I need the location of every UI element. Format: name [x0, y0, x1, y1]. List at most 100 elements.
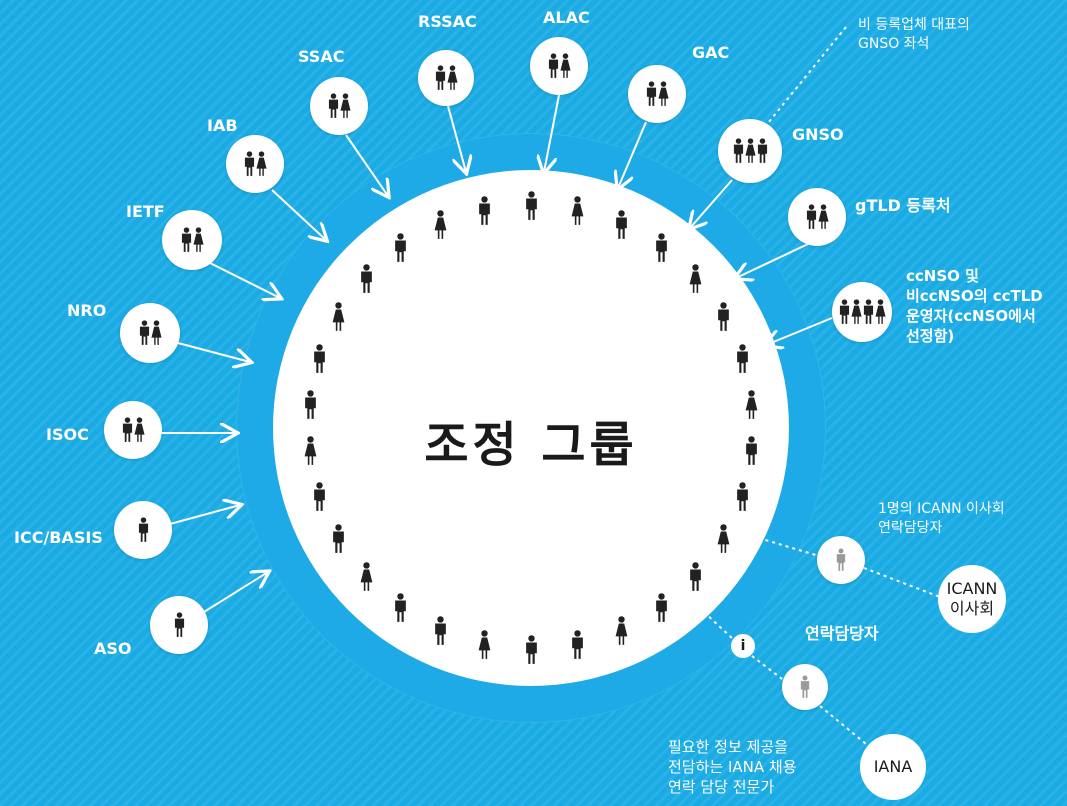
male-person-icon: [181, 227, 191, 252]
gtld-label: gTLD 등록처: [855, 196, 951, 215]
nro-badge[interactable]: [120, 303, 180, 363]
alac-badge[interactable]: [530, 37, 588, 95]
info-icon: i: [740, 638, 746, 654]
icann-board-badge[interactable]: ICANN 이사회: [938, 565, 1006, 633]
male-person-icon: [395, 592, 406, 622]
female-person-icon: [745, 389, 758, 419]
gac-badge[interactable]: [628, 65, 686, 123]
iccbasis-badge[interactable]: [114, 501, 172, 559]
male-person-icon: [360, 264, 372, 294]
female-person-icon: [571, 196, 584, 225]
connector-arrow: [169, 505, 240, 525]
male-person-icon: [314, 481, 326, 511]
male-person-icon: [733, 138, 743, 163]
aso-label: ASO: [94, 639, 132, 658]
male-person-icon: [304, 389, 316, 419]
gnso-badge[interactable]: [718, 119, 782, 183]
dotted-link: [751, 655, 787, 683]
rssac-label: RSSAC: [418, 12, 477, 31]
female-person-icon: [150, 320, 162, 345]
male-person-icon: [435, 65, 445, 90]
dotted-link: [819, 705, 867, 745]
connector-arrow: [690, 179, 733, 228]
male-person-icon: [122, 417, 132, 442]
female-person-icon: [817, 204, 829, 229]
male-person-icon: [746, 436, 758, 466]
connector-arrow: [271, 189, 326, 240]
iab-label: IAB: [207, 116, 238, 135]
connector-arrow: [544, 94, 560, 172]
alac-label: ALAC: [543, 8, 590, 27]
female-person-icon: [690, 264, 702, 294]
male-person-icon: [525, 635, 537, 664]
female-person-icon: [615, 616, 628, 645]
inner-circle: [273, 170, 789, 686]
ietf-label: IETF: [126, 202, 165, 221]
isoc-label: ISOC: [46, 425, 89, 444]
iab-badge[interactable]: [226, 135, 284, 193]
dotted-link: [863, 567, 941, 598]
rssac-badge[interactable]: [418, 50, 474, 106]
male-person-icon: [395, 233, 406, 263]
nro-label: NRO: [67, 301, 107, 320]
female-person-icon: [559, 53, 571, 78]
info-badge[interactable]: i: [731, 634, 755, 658]
female-person-icon: [744, 138, 756, 163]
gtld-badge[interactable]: [788, 188, 846, 246]
female-person-icon: [434, 210, 447, 240]
male-person-icon: [806, 204, 816, 229]
male-person-icon: [863, 299, 873, 324]
male-person-icon: [757, 138, 767, 163]
male-person-icon: [736, 344, 748, 374]
female-person-icon: [657, 81, 669, 106]
female-person-icon: [874, 299, 886, 324]
female-person-icon: [360, 561, 372, 591]
male-person-icon: [328, 93, 338, 118]
icann-liaison-note: 1명의 ICANN 이사회 연락담당자: [878, 501, 1005, 536]
ietf-badge[interactable]: [162, 210, 222, 270]
male-person-icon: [571, 630, 583, 660]
female-person-icon: [446, 65, 458, 90]
gnso-label: GNSO: [792, 125, 844, 144]
male-person-icon: [839, 299, 849, 324]
male-person-icon: [656, 592, 667, 622]
connector-arrow: [736, 243, 809, 278]
female-person-icon: [339, 93, 351, 118]
connector-arrow: [177, 342, 250, 362]
connector-arrow: [618, 121, 647, 188]
dotted-link: [763, 26, 847, 129]
female-person-icon: [850, 299, 862, 324]
gnso-seat-note: 비 등록업체 대표의 GNSO 좌석: [858, 17, 970, 52]
male-person-icon: [656, 233, 667, 263]
ccnso-badge[interactable]: [832, 282, 892, 342]
liaison-badge[interactable]: [817, 536, 865, 584]
connector-arrow: [203, 572, 268, 613]
ssac-label: SSAC: [298, 47, 345, 66]
ssac-badge[interactable]: [310, 77, 368, 135]
male-person-icon: [479, 196, 491, 225]
male-person-icon: [314, 344, 326, 374]
connector-arrow: [447, 105, 466, 172]
icann-board-label: ICANN 이사회: [946, 579, 998, 618]
female-person-icon: [478, 630, 491, 660]
ccnso-label: ccNSO 및 비ccNSO의 ccTLD 운영자(ccNSO에서 선정함): [906, 267, 1043, 345]
male-person-icon: [836, 548, 846, 571]
female-person-icon: [304, 436, 317, 466]
gac-label: GAC: [692, 43, 730, 62]
male-person-icon: [525, 191, 537, 220]
male-person-icon: [139, 320, 149, 345]
male-person-icon: [736, 481, 748, 511]
iana-label: IANA: [873, 757, 913, 776]
isoc-badge[interactable]: [104, 401, 162, 459]
iana-liaison-badge[interactable]: [782, 664, 828, 710]
iccbasis-label: ICC/BASIS: [14, 528, 103, 547]
aso-badge[interactable]: [150, 596, 208, 654]
iana-badge[interactable]: IANA: [860, 734, 926, 800]
female-person-icon: [332, 302, 345, 331]
male-person-icon: [174, 612, 184, 637]
center-title: 조정 그룹: [424, 417, 638, 473]
female-person-icon: [255, 151, 267, 176]
male-person-icon: [333, 524, 345, 553]
